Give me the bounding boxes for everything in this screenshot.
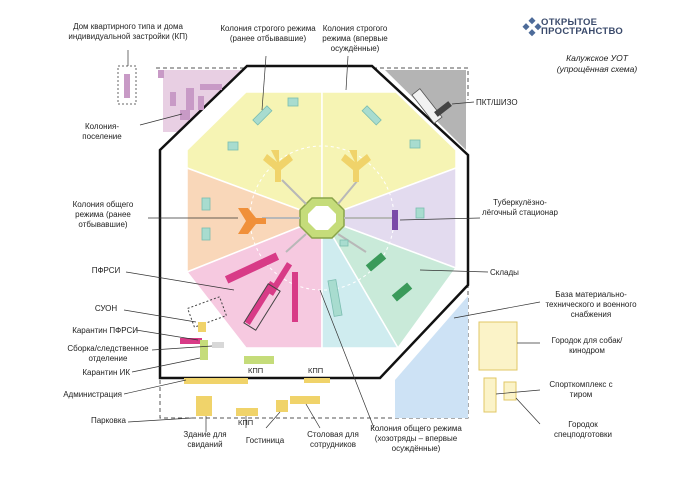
- label-admin: Администрация: [63, 390, 122, 399]
- label-strict-former: Колония строгого режима (ранее отбывавши…: [220, 24, 316, 43]
- label-hotel: Гостиница: [245, 436, 285, 445]
- tb-building: [392, 210, 398, 230]
- dog-town: [478, 321, 518, 371]
- warehouse-buildings: [365, 252, 413, 302]
- corridors: [262, 179, 392, 253]
- special-town-block: [503, 381, 517, 401]
- label-kpp3: КПП: [238, 418, 254, 427]
- suon-building: [198, 322, 206, 332]
- label-pkt: ПКТ/ШИЗО: [476, 98, 518, 107]
- label-parking: Парковка: [90, 416, 126, 425]
- kpp3-building: [236, 408, 258, 416]
- pfrsi-buildings: [180, 252, 298, 344]
- outer-perimeter: [156, 67, 469, 100]
- kpp-building: [244, 356, 274, 364]
- label-visits: Здание для свиданий: [183, 430, 227, 449]
- assembly-building: [212, 342, 224, 348]
- admin-building: [184, 378, 248, 384]
- label-supply-base: База материально-технического и военного…: [545, 290, 637, 319]
- label-pfrsi: ПФРСИ: [91, 266, 121, 275]
- label-quarantine-ik: Карантин ИК: [82, 368, 130, 377]
- label-housing: Дом квартирного типа и дома индивидуальн…: [68, 22, 188, 41]
- brand-name: ОТКРЫТОЕ ПРОСТРАНСТВО: [541, 17, 624, 37]
- label-warehouses: Склады: [490, 268, 519, 277]
- housing-dashed: [117, 65, 137, 105]
- brand-logo-icon: [522, 17, 542, 37]
- label-kpp2: КПП: [308, 366, 324, 375]
- label-kpp1: КПП: [248, 366, 264, 375]
- label-general-work: Колония общего режима (хозотряды – вперв…: [370, 424, 462, 453]
- label-strict-first: Колония строгого режима (впервые осуждён…: [322, 24, 388, 53]
- label-sports: Спорткомплекс с тиром: [549, 380, 613, 399]
- label-quarantine-pfrsi: Карантин ПФРСИ: [72, 326, 138, 335]
- sports-block: [483, 377, 497, 413]
- general-former-building: [238, 208, 266, 234]
- label-assembly: Сборка/следственное отделение: [67, 344, 149, 363]
- zone-supply-base: [395, 296, 468, 418]
- visits-building: [196, 396, 212, 416]
- label-colony-settlement: Колония-поселение: [82, 122, 122, 141]
- label-suon: СУОН: [94, 304, 118, 313]
- label-special-town: Городок спецподготовки: [554, 420, 612, 439]
- suon-dashed: [186, 296, 228, 328]
- label-dog-town: Городок для собак/кинодром: [551, 336, 623, 355]
- label-general-former: Колония общего режима (ранее отбывавшие): [72, 200, 134, 229]
- canteen-building: [290, 396, 320, 404]
- brand-line1: ОТКРЫТОЕ: [541, 17, 598, 28]
- diagram-subtitle: Калужское УОТ (упрощённая схема): [556, 53, 638, 74]
- brand-line2: ПРОСТРАНСТВО: [541, 26, 624, 37]
- strict-buildings: [263, 150, 371, 182]
- pkt-building: [411, 88, 443, 124]
- settlement-buildings: [158, 70, 222, 120]
- label-tb: Туберкулёзно-лёгочный стационар: [482, 198, 558, 217]
- kpp2-building: [304, 378, 330, 383]
- quarantine-building: [200, 340, 208, 360]
- pfrsi-outline: [243, 283, 281, 331]
- leader-lines: [123, 50, 541, 432]
- small-buildings: [201, 97, 425, 317]
- central-hub-inner: [308, 206, 336, 230]
- hotel-building: [276, 400, 288, 412]
- label-canteen: Столовая для сотрудников: [307, 430, 359, 449]
